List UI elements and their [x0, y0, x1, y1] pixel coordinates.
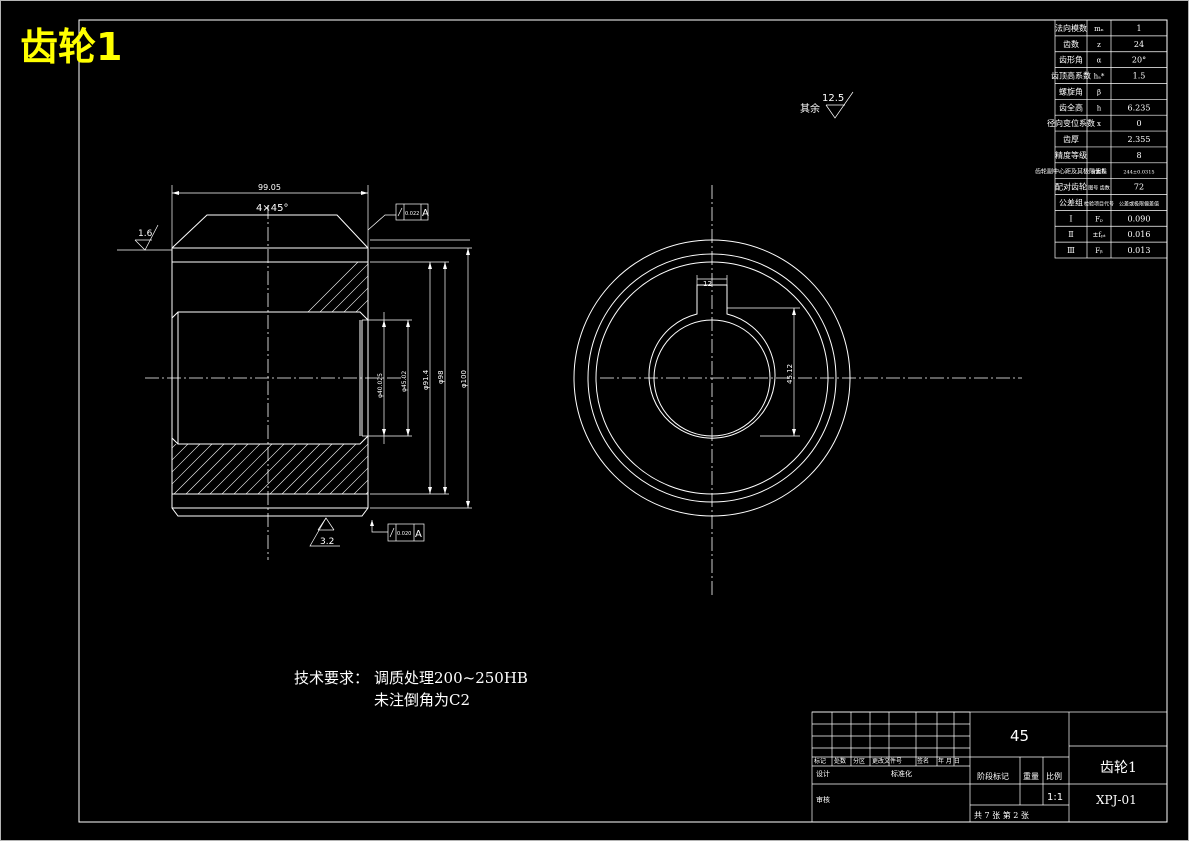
param-name: 精度等级 — [1055, 150, 1087, 160]
tech-req-title: 技术要求： — [294, 669, 369, 687]
revision-header: 更改文件号 — [872, 757, 902, 765]
gear-section-view: 99.05 4×45° 0.022 A 1.6 φ100 — [117, 183, 472, 560]
param-name: Ⅱ — [1068, 230, 1073, 239]
param-name: 径向变位系数 — [1047, 118, 1095, 128]
param-symbol: Fₚ — [1095, 215, 1103, 223]
param-symbol: z — [1097, 41, 1101, 49]
pitch-circle — [587, 253, 837, 503]
revision-header: 签名 — [917, 757, 929, 765]
dim-chamfer: 4×45° — [256, 203, 288, 214]
part-name: 齿轮1 — [1100, 760, 1137, 776]
tip-circle — [573, 239, 851, 517]
roughness-other-label: 其余 — [800, 102, 820, 115]
revision-header: 处数 — [834, 757, 846, 765]
param-symbol: a±fₐ — [1091, 168, 1107, 176]
param-symbol: x — [1097, 120, 1101, 128]
dim-bore: φ40.025 — [377, 373, 384, 398]
dim-root-diameter: φ91.4 — [422, 369, 430, 390]
inner-frame — [78, 19, 1168, 823]
param-value: 20° — [1132, 56, 1146, 65]
tech-req-line2: 未注倒角为C2 — [374, 691, 470, 709]
param-symbol: ±fₚₜ — [1093, 231, 1106, 239]
param-name: Ⅰ — [1069, 214, 1072, 223]
param-name: 螺旋角 — [1059, 86, 1083, 96]
root-circle — [595, 261, 829, 495]
stage-mark-label: 阶段标记 — [977, 771, 1009, 781]
runout-bottom-tol: 0.020 — [397, 531, 411, 537]
param-value: 2.355 — [1128, 135, 1151, 144]
roughness-bottom: 3.2 — [309, 517, 340, 547]
datum-bottom: A — [415, 529, 422, 540]
param-name: 齿数 — [1063, 39, 1079, 49]
param-symbol: 图号 齿数 — [1088, 185, 1110, 192]
roughness-left: 1.6 — [117, 224, 470, 251]
param-name: 齿全高 — [1059, 102, 1083, 112]
param-value: 公差或极限偏差值 — [1119, 200, 1159, 207]
drawing-number: XPJ-01 — [1096, 793, 1137, 807]
material: 45 — [1010, 727, 1029, 745]
dim-width: 99.05 — [258, 183, 281, 192]
technical-requirements: 技术要求： 调质处理200~250HB 未注倒角为C2 — [294, 669, 528, 709]
param-symbol: h — [1097, 104, 1102, 112]
param-name: 配对齿轮 — [1055, 182, 1087, 192]
param-symbol: 检验项目代号 — [1084, 200, 1114, 207]
param-value: 6.235 — [1128, 103, 1151, 112]
param-value: 0 — [1136, 119, 1141, 128]
dim-bore2: φ45.02 — [401, 371, 408, 392]
title-block: 标记处数分区更改文件号 签名 年 月 日 45 齿轮1 XPJ-01 阶段标记 重量… — [811, 711, 1168, 823]
param-symbol: hₐ* — [1094, 73, 1105, 81]
runout-callout-bottom: 0.020 A — [370, 520, 425, 542]
revision-header: 标记 — [814, 757, 826, 765]
bore-with-keyway — [648, 284, 776, 439]
param-value: 0.016 — [1128, 230, 1151, 239]
dim-keyway-width: 12 — [703, 280, 712, 288]
param-value: 0.090 — [1128, 214, 1151, 223]
review-label: 审核 — [816, 795, 830, 804]
dim-tip-diameter: φ100 — [460, 370, 468, 388]
param-symbol: Fᵦ — [1095, 247, 1103, 255]
param-name: 齿厚 — [1063, 135, 1079, 144]
runout-top-tol: 0.022 — [405, 211, 419, 217]
param-symbol: β — [1097, 88, 1101, 96]
drawing-title: 齿轮1 — [20, 25, 122, 69]
param-value: 1.5 — [1133, 72, 1146, 81]
revision-header: 分区 — [853, 757, 865, 765]
param-name: 齿形角 — [1059, 55, 1083, 65]
param-name: 法向模数 — [1055, 23, 1087, 33]
roughness-bottom-value: 3.2 — [320, 537, 334, 547]
param-name: 齿轮副中心距及其极限偏差 — [1035, 168, 1107, 176]
dim-keyway-depth: 45.12 — [786, 364, 794, 384]
param-name: Ⅲ — [1067, 246, 1075, 255]
roughness-left-value: 1.6 — [138, 229, 153, 239]
param-name: 齿顶高系数 — [1051, 71, 1091, 81]
param-value: 24 — [1134, 40, 1144, 49]
sheet-info: 共 7 张 第 2 张 — [974, 810, 1029, 820]
param-value: 8 — [1136, 151, 1141, 160]
tech-req-line1: 调质处理200~250HB — [374, 669, 528, 687]
param-value: 0.013 — [1128, 246, 1151, 255]
param-value: 72 — [1134, 183, 1144, 192]
gear-end-view: 12 45.12 — [573, 185, 1022, 595]
ratio-label: 比例 — [1046, 771, 1062, 781]
revision-header: 年 月 日 — [938, 757, 960, 765]
roughness-other-value: 12.5 — [822, 93, 844, 104]
standardization-label: 标准化 — [891, 769, 912, 778]
design-label: 设计 — [816, 769, 830, 778]
roughness-other: 其余 12.5 — [800, 91, 854, 119]
param-name: 公差组 — [1059, 197, 1083, 207]
weight-label: 重量 — [1023, 771, 1039, 781]
dim-pitch-diameter: φ98 — [437, 370, 445, 384]
scale: 1:1 — [1047, 792, 1063, 803]
param-symbol: mₙ — [1094, 25, 1104, 33]
datum-top: A — [422, 208, 429, 219]
param-value: 244±0.0315 — [1123, 170, 1154, 176]
param-symbol: α — [1097, 57, 1102, 65]
runout-callout-top: 0.022 A — [367, 203, 429, 231]
param-value: 1 — [1136, 24, 1141, 33]
